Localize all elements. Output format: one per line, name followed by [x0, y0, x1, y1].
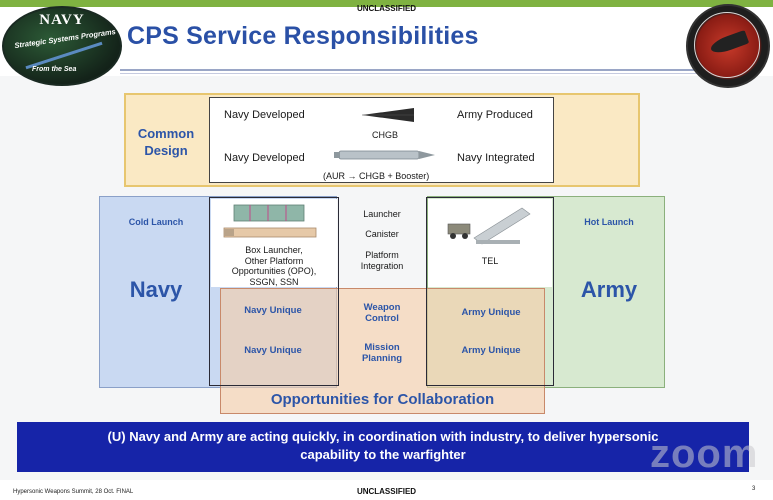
- navy-platform-line: Box Launcher,: [245, 245, 303, 255]
- row1-left-text: Navy Developed: [224, 109, 305, 121]
- center-platform-line: Platform: [365, 250, 399, 260]
- army-platform-outline: [426, 197, 554, 386]
- title-divider: [120, 69, 710, 71]
- center-platform-integration-label: Platform Integration: [337, 250, 427, 271]
- navy-unique-2: Navy Unique: [244, 345, 302, 356]
- army-hypersonic-project-office-logo-icon: [686, 4, 770, 88]
- classification-bottom: UNCLASSIFIED: [356, 487, 417, 496]
- mission-planning-line1: Mission: [364, 342, 400, 353]
- footer-event-text: Hypersonic Weapons Summit, 28 Oct. FINAL: [13, 489, 134, 495]
- logo-from-the-sea-text: From the Sea: [32, 66, 77, 73]
- weapon-control-label: Weapon Control: [337, 302, 427, 324]
- summary-banner: (U) Navy and Army are acting quickly, in…: [17, 422, 749, 472]
- row2-left-text: Navy Developed: [224, 152, 305, 164]
- page-number: 3: [752, 486, 756, 492]
- zoom-watermark: zoom: [650, 432, 759, 476]
- chgb-label: CHGB: [372, 130, 399, 140]
- navy-title: Navy: [129, 277, 183, 302]
- common-design-label-line1: Common: [137, 126, 195, 141]
- collaboration-title: Opportunities for Collaboration: [270, 391, 495, 408]
- center-canister-label: Canister: [365, 229, 399, 239]
- all-up-round-missile-icon: [334, 150, 435, 160]
- center-launcher-label: Launcher: [363, 209, 401, 219]
- army-tel-label: TEL: [481, 256, 499, 266]
- logo-ring: [694, 12, 760, 78]
- collaboration-region: [220, 288, 545, 414]
- navy-cold-launch-label: Cold Launch: [128, 217, 184, 227]
- navy-unique-1: Navy Unique: [244, 305, 302, 316]
- summary-banner-line1: (U) Navy and Army are acting quickly, in…: [107, 429, 659, 444]
- navy-ssp-logo-icon: NAVY Strategic Systems Programs From the…: [2, 6, 122, 86]
- army-unique-1: Army Unique: [461, 307, 521, 318]
- army-unique-2: Army Unique: [461, 345, 521, 356]
- logo-navy-text: NAVY: [39, 12, 85, 28]
- navy-platform-line: Other Platform: [244, 255, 304, 266]
- navy-platform-text: Box Launcher, Other Platform Opportuniti…: [211, 245, 337, 287]
- chgb-glide-body-icon: [362, 108, 414, 122]
- row2-right-text: Navy Integrated: [457, 152, 535, 164]
- logo-ssp-text: Strategic Systems Programs: [13, 26, 117, 51]
- classification-top: UNCLASSIFIED: [356, 4, 417, 13]
- top-accent-bar: [0, 0, 773, 7]
- center-integration-line: Integration: [360, 260, 404, 271]
- aur-label: (AUR → CHGB + Booster): [323, 171, 430, 181]
- army-hot-launch-label: Hot Launch: [584, 217, 634, 227]
- weapon-control-line2: Control: [365, 313, 399, 324]
- navy-platform-line: SSGN, SSN: [249, 276, 299, 287]
- weapon-control-line1: Weapon: [363, 302, 401, 313]
- common-design-label: Common Design: [127, 125, 205, 159]
- tel-launcher-icon: [447, 207, 531, 245]
- common-design-detail-box: [209, 97, 554, 183]
- navy-platform-outline: [209, 197, 339, 386]
- mission-planning-label: Mission Planning: [337, 342, 427, 364]
- navy-platform-line: Opportunities (OPO),: [231, 266, 317, 276]
- box-launcher-icon: [223, 204, 317, 238]
- page-title: CPS Service Responsibilities: [127, 22, 479, 50]
- army-title: Army: [580, 277, 638, 302]
- mission-planning-line2: Planning: [361, 353, 403, 364]
- summary-banner-line2: capability to the warfighter: [300, 447, 466, 462]
- common-design-label-line2: Design: [144, 143, 188, 158]
- row1-right-text: Army Produced: [457, 109, 533, 121]
- title-divider-thin: [120, 73, 710, 74]
